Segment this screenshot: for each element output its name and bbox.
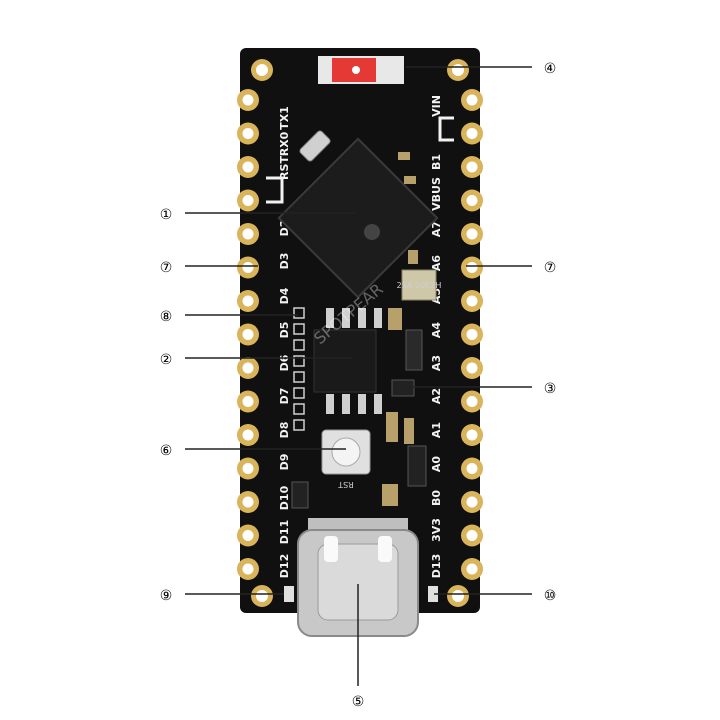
usb-c-connector (297, 518, 419, 637)
led-dot (352, 66, 360, 74)
right-pin-hole (466, 161, 478, 173)
right-pin-hole (466, 128, 478, 139)
left-pin-header (237, 89, 259, 580)
right-pin-hole (466, 329, 478, 340)
left-pin-hole (242, 362, 254, 374)
pin-label-left-11: D9 (278, 454, 291, 471)
crystal-small (299, 130, 331, 162)
pin-label-left-2: RST (278, 156, 291, 180)
left-pin-hole (242, 295, 254, 307)
left-pin-hole (242, 228, 254, 240)
left-pin-hole (242, 429, 254, 441)
callout-3: ③ (544, 381, 557, 397)
right-pin-hole (466, 362, 478, 374)
pin-label-right-9: A2 (430, 388, 443, 404)
pin-label-left-9: D7 (278, 388, 291, 405)
left-pin-hole (242, 530, 254, 541)
pin-label-right-12: B0 (430, 490, 443, 506)
reset-button (321, 429, 371, 475)
callout-1: ① (160, 207, 173, 223)
pin-label-left-0: TX1 (278, 106, 291, 130)
callout-labels: ① ② ③ ④ ⑤ ⑥ ⑦ ⑦ ⑧ ⑨ ⑩ (160, 61, 557, 710)
pin-label-right-14: D13 (430, 554, 443, 578)
right-pin-hole (466, 563, 478, 575)
left-pin-hole (242, 396, 254, 407)
reset-label: RST (338, 480, 354, 489)
smd-components (291, 152, 427, 509)
pin-label-right-2: B1 (430, 154, 443, 170)
callout-6: ⑥ (160, 443, 173, 459)
left-pin-hole (242, 128, 254, 139)
callout-7-right: ⑦ (544, 260, 557, 276)
right-pin-hole (466, 195, 478, 206)
pin-label-right-3: VBUS (430, 177, 443, 211)
pin-label-left-8: D6 (278, 354, 291, 371)
callout-7-left: ⑦ (160, 260, 173, 276)
right-pin-hole (466, 262, 478, 273)
pin-label-right-13: 3V3 (430, 518, 443, 542)
pin-label-left-10: D8 (278, 422, 291, 439)
led-10 (428, 586, 438, 602)
pin-label-left-14: D12 (278, 554, 291, 578)
gnd-bracket-left (266, 176, 284, 204)
left-pin-hole (242, 94, 254, 106)
right-pin-hole (466, 429, 478, 441)
left-pin-hole (242, 496, 254, 508)
left-pin-hole (242, 463, 254, 474)
pin-label-left-5: D3 (278, 253, 291, 270)
led-9 (284, 586, 294, 602)
right-pin-hole (466, 228, 478, 240)
mounting-holes (251, 59, 469, 607)
callout-9: ⑨ (160, 588, 173, 604)
pin-label-left-7: D5 (278, 322, 291, 339)
pin-label-right-11: A0 (430, 456, 443, 473)
right-pin-labels: VIN B1 VBUS A7 A6 A5 A4 A3 A2 A1 A0 B0 3… (430, 95, 443, 578)
mcu-chip (277, 137, 439, 299)
callout-10: ⑩ (544, 588, 557, 604)
right-pin-hole (466, 463, 478, 474)
pin-label-right-0: VIN (430, 95, 443, 117)
pin-label-left-13: D11 (278, 520, 291, 544)
pin-label-right-8: A3 (430, 355, 443, 371)
indicator-leds (293, 307, 305, 431)
right-pin-hole (466, 94, 478, 106)
callout-8: ⑧ (160, 309, 173, 325)
callout-lines (185, 66, 532, 686)
left-pin-hole (242, 195, 254, 206)
pin-label-right-5: A6 (430, 255, 443, 272)
pin-label-left-1: RX0 (278, 131, 291, 156)
gnd-bracket-right (438, 116, 454, 142)
right-pin-hole (466, 295, 478, 307)
right-pin-hole (466, 530, 478, 541)
left-pin-hole (242, 329, 254, 340)
pin-label-right-10: A1 (430, 422, 443, 438)
right-pin-hole (466, 396, 478, 407)
right-pin-hole (466, 496, 478, 508)
left-pin-hole (242, 161, 254, 173)
right-pin-header (461, 89, 483, 580)
callout-4: ④ (544, 61, 557, 77)
callout-2: ② (160, 352, 173, 368)
left-pin-hole (242, 262, 254, 273)
pin-label-right-4: A7 (430, 221, 443, 237)
pin-label-left-12: D10 (278, 485, 291, 510)
pin-label-right-7: A4 (430, 322, 443, 339)
callout-5: ⑤ (352, 694, 365, 710)
flash-chip (313, 308, 382, 414)
crystal-marking: 2SA 20E2H (397, 281, 442, 290)
left-pin-hole (242, 563, 254, 575)
crystal-large (401, 269, 437, 301)
pin-label-left-6: D4 (278, 287, 291, 304)
left-pin-labels: TX1 RX0 RST D2 D3 D4 D5 D6 D7 D8 D9 D10 … (278, 106, 291, 578)
